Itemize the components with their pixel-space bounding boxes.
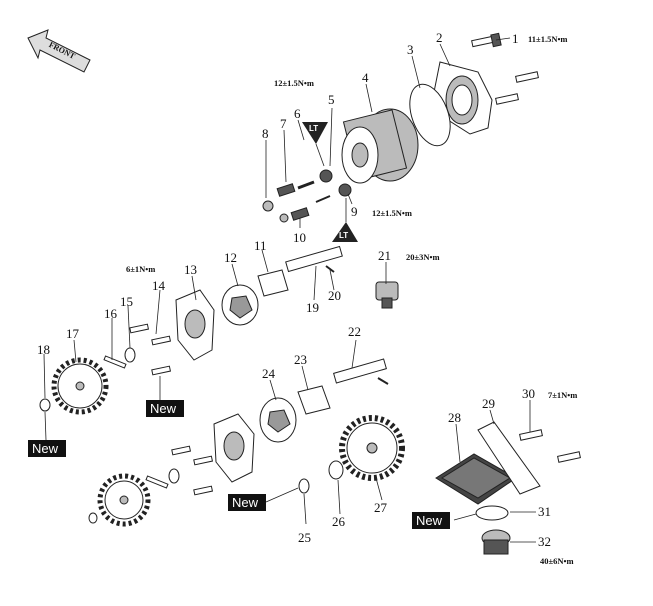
dowel-16	[103, 355, 127, 369]
drain-plug-32	[481, 529, 511, 555]
circlip-lower-left	[88, 512, 98, 524]
sensor-21	[375, 281, 399, 309]
callout-22: 22	[348, 324, 361, 339]
callout-30: 30	[522, 386, 535, 401]
torque-7: 40±6N•m	[540, 556, 574, 566]
inner-rotor-11	[257, 269, 289, 297]
callout-3: 3	[407, 42, 414, 57]
bolt-30a	[519, 429, 543, 441]
callout-4: 4	[362, 70, 369, 85]
plug-9	[338, 183, 352, 197]
callout-32: 32	[538, 534, 551, 549]
torque-5: 20±3N•m	[406, 252, 440, 262]
torque-4: 6±1N•m	[126, 264, 155, 274]
lt-marker-upper: LT	[302, 122, 328, 167]
bolt-2	[515, 71, 539, 83]
svg-text:New: New	[32, 441, 59, 456]
callout-24: 24	[262, 366, 276, 381]
new-badge-4: New	[412, 512, 450, 529]
washer-26	[328, 460, 344, 480]
front-arrow-icon: FRONT	[27, 29, 91, 73]
plug-5	[319, 169, 333, 183]
o-ring-31	[475, 505, 509, 521]
shaft-19	[285, 245, 343, 273]
callout-numbers: 1 2 3 4 5 6 7 8 9 10 11 12 13 14 15 16 1…	[37, 30, 551, 549]
bolt-lower-a	[171, 445, 192, 456]
svg-text:LT: LT	[339, 231, 348, 240]
torque-1: 11±1.5N•m	[528, 34, 568, 44]
torque-6: 7±1N•m	[548, 390, 577, 400]
plate-29	[477, 421, 541, 495]
callout-2: 2	[436, 30, 443, 45]
new-badge-1: New	[146, 400, 184, 417]
callout-17: 17	[66, 326, 80, 341]
callout-25: 25	[298, 530, 311, 545]
pump-housing-13	[175, 289, 215, 361]
inner-rotor-23	[297, 385, 331, 415]
callout-28: 28	[448, 410, 461, 425]
spring-7	[276, 183, 296, 197]
callout-16: 16	[104, 306, 118, 321]
pin-6	[297, 180, 315, 190]
gear-17	[51, 357, 109, 415]
bolt-14c	[151, 365, 172, 376]
bolt-30b	[557, 451, 581, 463]
washer-15	[124, 347, 136, 363]
new-badge-2: New	[28, 440, 66, 457]
callout-13: 13	[184, 262, 197, 277]
svg-text:New: New	[150, 401, 177, 416]
torque-2: 12±1.5N•m	[274, 78, 314, 88]
circlip-25	[298, 478, 310, 494]
callout-8: 8	[262, 126, 269, 141]
callout-5: 5	[328, 92, 335, 107]
callout-26: 26	[332, 514, 346, 529]
shaft-22	[333, 358, 387, 384]
bolt-lower-b	[193, 455, 214, 466]
oil-filter	[341, 108, 419, 184]
callout-7: 7	[280, 116, 287, 131]
bolt-3	[495, 93, 519, 105]
callout-21: 21	[378, 248, 391, 263]
callout-12: 12	[224, 250, 237, 265]
callout-18: 18	[37, 342, 50, 357]
spring-10	[279, 207, 310, 223]
callout-6: 6	[294, 106, 301, 121]
callout-20: 20	[328, 288, 341, 303]
torque-specs: 11±1.5N•m 12±1.5N•m 12±1.5N•m 6±1N•m 20±…	[126, 34, 577, 566]
leader-lines	[43, 37, 536, 543]
callout-15: 15	[120, 294, 133, 309]
bolt-14b	[151, 335, 172, 346]
new-badge-3: New	[228, 494, 266, 511]
callout-19: 19	[306, 300, 319, 315]
gear-lower-left	[97, 473, 151, 527]
lt-marker-lower: LT	[332, 198, 358, 242]
outer-rotor-24	[259, 397, 297, 443]
svg-text:LT: LT	[309, 124, 318, 133]
washer-lower	[168, 468, 180, 484]
callout-14: 14	[152, 278, 166, 293]
callout-10: 10	[293, 230, 306, 245]
pump-housing-lower	[213, 413, 255, 483]
pin-20	[325, 265, 335, 273]
callout-1: 1	[512, 31, 519, 46]
bolt-lower-c	[193, 485, 214, 496]
svg-text:New: New	[232, 495, 259, 510]
torque-3: 12±1.5N•m	[372, 208, 412, 218]
svg-text:New: New	[416, 513, 443, 528]
gear-27	[339, 415, 405, 481]
callout-31: 31	[538, 504, 551, 519]
callout-23: 23	[294, 352, 307, 367]
callout-29: 29	[482, 396, 495, 411]
callout-11: 11	[254, 238, 267, 253]
outer-rotor-12	[221, 284, 259, 326]
circlip-18	[39, 398, 51, 412]
cap-8	[262, 200, 274, 212]
callout-27: 27	[374, 500, 388, 515]
dowel-lower	[145, 475, 169, 489]
bolt-14a	[129, 323, 150, 334]
callout-9: 9	[351, 204, 358, 219]
